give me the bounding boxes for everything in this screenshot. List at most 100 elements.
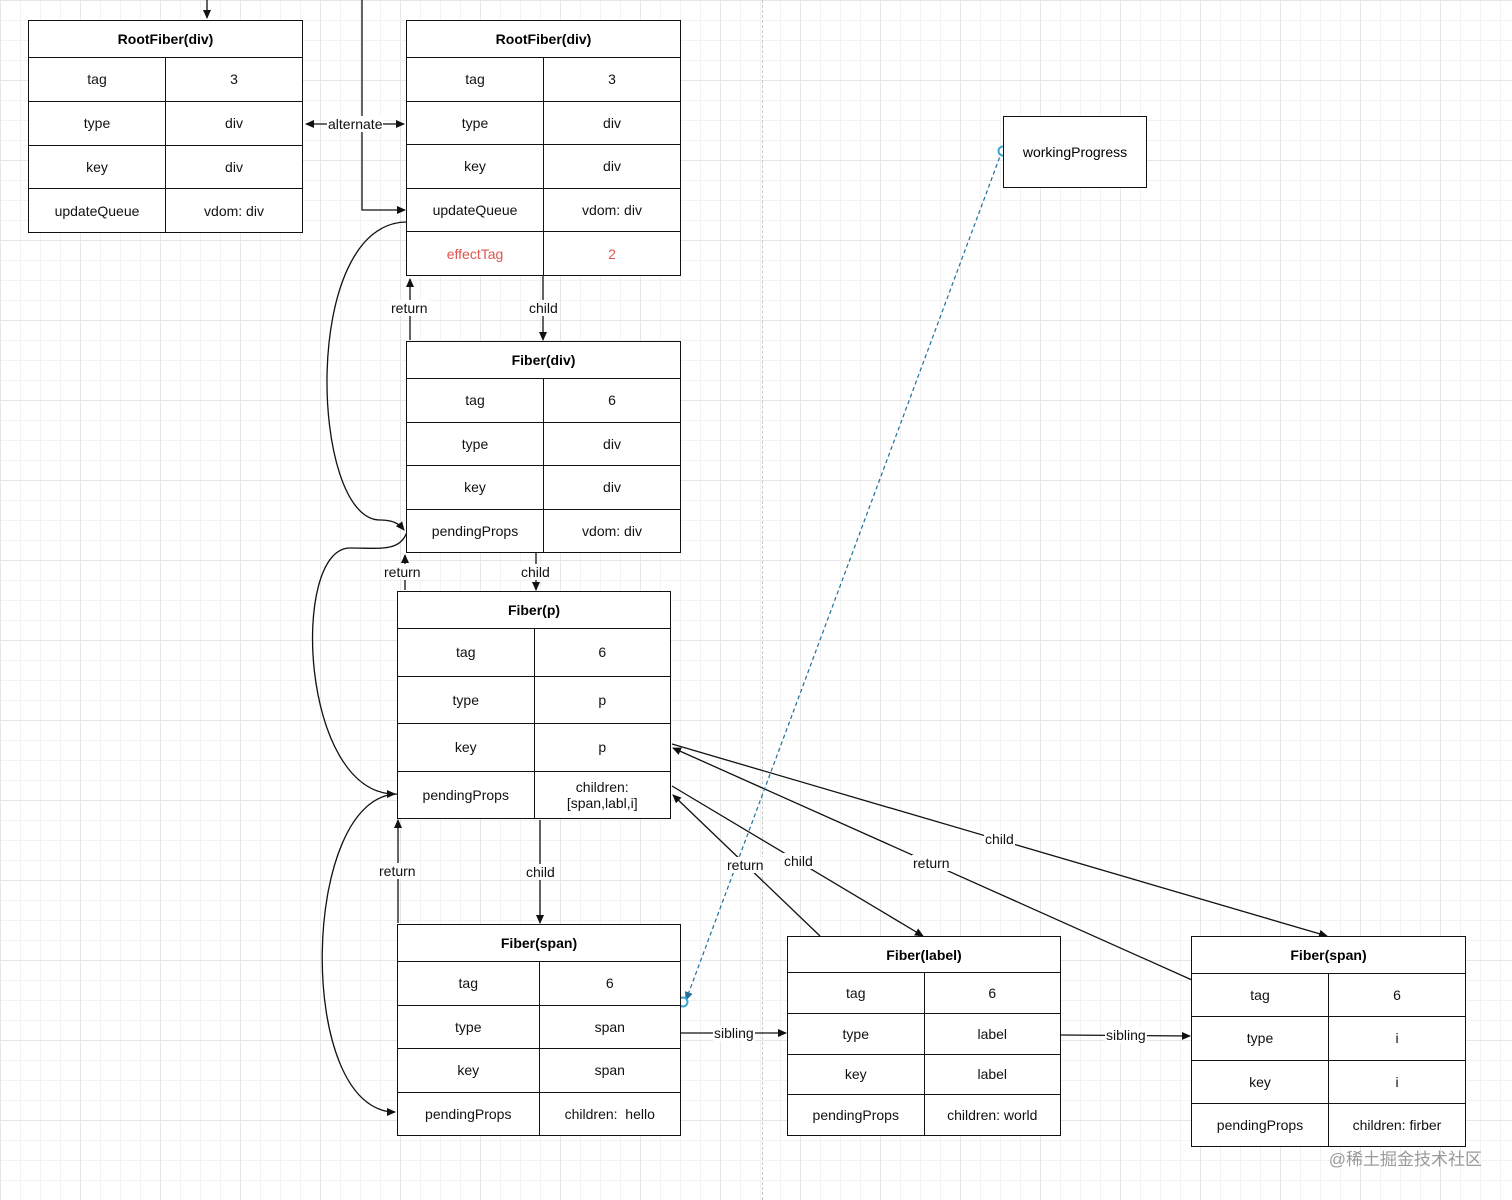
fiber-row-pending-props: pendingProps vdom: div	[407, 509, 680, 552]
fiber-row-key: key p	[398, 724, 670, 772]
field-name: updateQueue	[29, 189, 166, 232]
fiber-row-tag: tag 6	[1192, 974, 1465, 1018]
field-value: vdom: div	[582, 202, 642, 219]
page-guide-line	[762, 0, 763, 1200]
field-name: updateQueue	[407, 188, 544, 232]
label-child-ispan: child	[984, 831, 1015, 847]
fiber-row-type: type label	[788, 1013, 1060, 1055]
field-name: type	[1192, 1017, 1329, 1060]
field-name: key	[788, 1054, 925, 1095]
field-value: div	[603, 479, 621, 496]
label-child-label: child	[783, 853, 814, 869]
field-value: span	[594, 1018, 625, 1035]
field-name: tag	[29, 58, 166, 101]
field-value: p	[598, 739, 607, 756]
fiber-title: Fiber(label)	[788, 937, 1060, 973]
fiber-row-type: type span	[398, 1005, 680, 1049]
field-value: 6	[1393, 987, 1401, 1004]
curve-p-span	[321, 793, 399, 1116]
fiber-title: RootFiber(div)	[407, 21, 680, 58]
field-name: tag	[1192, 974, 1329, 1017]
field-value: children: world	[947, 1107, 1038, 1124]
fiber-row-pending-props: pendingProps children: [span,labl,i]	[398, 771, 670, 818]
field-value: 2	[608, 245, 616, 262]
label-alternate: alternate	[327, 116, 384, 132]
watermark: @稀土掘金技术社区	[1328, 1150, 1482, 1169]
field-value: 3	[230, 71, 238, 88]
fiber-row-key: key div	[407, 466, 680, 510]
fiber-row-type: type i	[1192, 1017, 1465, 1061]
field-value: div	[603, 114, 621, 131]
fiber-row-type: type div	[29, 101, 302, 146]
field-name: type	[29, 101, 166, 145]
field-name: key	[398, 724, 535, 771]
field-value: div	[603, 435, 621, 452]
field-value: div	[225, 115, 243, 132]
field-value: vdom: div	[582, 522, 642, 539]
label-child-root: child	[528, 300, 559, 316]
field-value: p	[598, 691, 607, 708]
fiber-row-pending-props: pendingProps children: world	[788, 1095, 1060, 1135]
field-name: key	[29, 145, 166, 189]
field-name: pendingProps	[788, 1095, 925, 1135]
label-return-ispan: return	[912, 855, 951, 871]
fiber-title: Fiber(span)	[1192, 937, 1465, 974]
field-value: children: [span,labl,i]	[566, 778, 638, 811]
field-name: key	[1192, 1060, 1329, 1103]
field-name: tag	[398, 962, 540, 1005]
field-value: label	[977, 1025, 1008, 1042]
field-name: tag	[398, 629, 535, 676]
field-value: children: firber	[1352, 1116, 1442, 1133]
field-name: key	[407, 466, 544, 509]
label-return-div: return	[383, 564, 422, 580]
field-name: key	[407, 145, 544, 188]
curve-root-div	[326, 221, 408, 531]
fiber-row-update-queue: updateQueue vdom: div	[29, 189, 302, 232]
field-name: tag	[407, 379, 544, 422]
field-name: type	[398, 1005, 540, 1048]
field-value: i	[1395, 1030, 1399, 1047]
field-name: type	[788, 1013, 925, 1054]
field-value: children: hello	[564, 1105, 655, 1122]
incoming-arrow-right	[361, 0, 406, 214]
field-value: label	[977, 1066, 1008, 1083]
field-name: pendingProps	[407, 509, 544, 552]
fiber-title: Fiber(span)	[398, 925, 680, 962]
fiber-row-key: key label	[788, 1054, 1060, 1096]
label-return-p: return	[378, 863, 417, 879]
working-progress-pointer	[685, 150, 1003, 1001]
fiber-row-update-queue: updateQueue vdom: div	[407, 188, 680, 233]
fiber-title: RootFiber(div)	[29, 21, 302, 58]
field-value: vdom: div	[204, 202, 264, 219]
working-progress-box[interactable]: workingProgress	[1003, 116, 1147, 188]
field-name: pendingProps	[398, 771, 535, 818]
fiber-row-tag: tag 6	[398, 629, 670, 677]
working-progress-label: workingProgress	[1022, 144, 1128, 160]
label-child-div: child	[520, 564, 551, 580]
field-name: key	[398, 1049, 540, 1092]
field-value: 3	[608, 71, 616, 88]
fiber-title: Fiber(div)	[407, 342, 680, 379]
field-value: 6	[598, 644, 607, 661]
curve-div-p	[311, 531, 408, 798]
